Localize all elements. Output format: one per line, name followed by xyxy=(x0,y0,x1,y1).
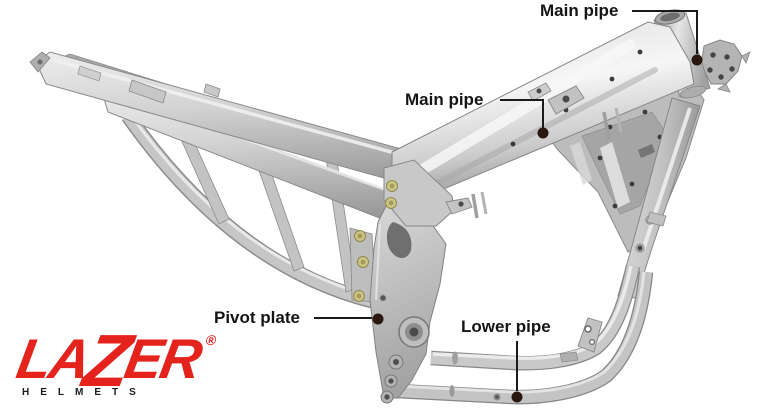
label-main-pipe-mid: Main pipe xyxy=(405,90,484,109)
marker-dot-main-pipe-top xyxy=(691,54,703,66)
frame-down-tube xyxy=(617,97,701,299)
marker-dot-main-pipe-mid xyxy=(537,127,549,139)
logo-tagline: HELMETS xyxy=(22,387,147,399)
logo-letters-er: ER xyxy=(120,326,206,390)
subframe-bolts xyxy=(353,180,398,302)
leader-lines xyxy=(314,10,698,391)
leader-main-pipe-top xyxy=(632,10,698,54)
leader-main-pipe-mid xyxy=(500,99,544,128)
label-main-pipe-top: Main pipe xyxy=(540,1,619,20)
label-pivot-plate: Pivot plate xyxy=(214,308,300,327)
leader-markers xyxy=(372,54,703,403)
marker-dot-pivot-plate xyxy=(372,313,384,325)
frame-lower-pipes xyxy=(396,264,654,405)
logo-letters-la: LA xyxy=(12,326,95,390)
marker-dot-lower-pipe xyxy=(511,391,523,403)
label-lower-pipe: Lower pipe xyxy=(461,317,551,336)
frame-pivot-plate xyxy=(349,159,488,404)
pivot-boss xyxy=(398,316,430,348)
